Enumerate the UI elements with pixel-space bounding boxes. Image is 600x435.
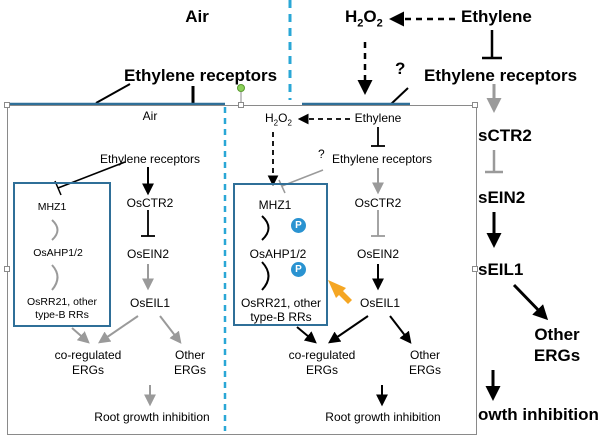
resize-handle-top-right[interactable] bbox=[472, 102, 478, 108]
eth-phospho-badge-2: P bbox=[291, 262, 306, 277]
eth-coreg-line1: co-regulated bbox=[288, 348, 356, 362]
bg-h2o2: H2O2 bbox=[345, 7, 383, 30]
eth-other-line2: ERGs bbox=[408, 363, 442, 377]
eth-rr21-line2: type-B RRs bbox=[250, 310, 312, 324]
bg-left-line bbox=[95, 83, 131, 104]
air-curve-ahp-rr bbox=[51, 264, 59, 291]
bg-title-air: Air bbox=[185, 7, 209, 26]
air-panel-title: Air bbox=[142, 109, 158, 123]
resize-handle-top-left[interactable] bbox=[4, 102, 10, 108]
eth-question: ? bbox=[318, 147, 325, 161]
air-arrow-eil1-other bbox=[159, 315, 182, 344]
bg-ergs: ERGs bbox=[533, 346, 581, 365]
eth-inhibition: Root growth inhibition bbox=[325, 410, 441, 424]
air-arrow-eil1-coreg bbox=[98, 315, 139, 344]
eth-arrow-eil1-other bbox=[389, 315, 412, 344]
eth-h2o2: H2O2 bbox=[265, 111, 292, 128]
eth-coreg-line2: ERGs bbox=[305, 363, 339, 377]
bg-other: Other bbox=[534, 325, 580, 344]
air-ein2: OsEIN2 bbox=[126, 247, 170, 261]
bg-receptors-right: Ethylene receptors bbox=[424, 66, 578, 85]
eth-ctr2: OsCTR2 bbox=[354, 196, 402, 210]
eth-other-line1: Other bbox=[409, 348, 441, 362]
bg-arrow-eil1-other bbox=[512, 283, 549, 321]
bg-question: ? bbox=[395, 59, 406, 78]
eth-phospho-badge-1: P bbox=[291, 218, 306, 233]
bg-ein2: sEIN2 bbox=[478, 188, 526, 207]
air-coreg-line2: ERGs bbox=[71, 363, 105, 377]
eth-mhz1: MHZ1 bbox=[258, 198, 292, 212]
eth-rr21-line1: OsRR21, other bbox=[240, 296, 322, 310]
highlight-arrow bbox=[328, 280, 352, 304]
resize-handle-right[interactable] bbox=[472, 266, 478, 272]
bg-ctr2: sCTR2 bbox=[478, 126, 532, 145]
eth-arrow-rr-coreg bbox=[296, 326, 317, 344]
resize-handle-left[interactable] bbox=[4, 266, 10, 272]
air-ctr2: OsCTR2 bbox=[126, 196, 174, 210]
air-arrow-rr-coreg bbox=[71, 327, 90, 344]
rotation-handle[interactable] bbox=[237, 84, 245, 92]
air-mhz1-box bbox=[13, 182, 111, 327]
eth-ein2: OsEIN2 bbox=[356, 247, 400, 261]
eth-mhz1-box bbox=[233, 183, 328, 326]
air-receptors: Ethylene receptors bbox=[99, 152, 201, 166]
bg-inhibition: owth inhibition bbox=[478, 405, 599, 424]
air-eil1: OsEIL1 bbox=[129, 296, 171, 310]
air-other-line1: Other bbox=[174, 348, 206, 362]
air-rr21-line2: type-B RRs bbox=[35, 309, 89, 321]
eth-receptor-mhz1-bar bbox=[278, 179, 286, 194]
air-inhibition: Root growth inhibition bbox=[94, 410, 210, 424]
eth-receptors: Ethylene receptors bbox=[331, 152, 433, 166]
air-other-line2: ERGs bbox=[173, 363, 207, 377]
air-coreg-line1: co-regulated bbox=[54, 348, 122, 362]
eth-arrow-eil1-coreg bbox=[328, 315, 369, 344]
air-curve-mhz1-ahp bbox=[51, 219, 59, 241]
bg-receptors-left: Ethylene receptors bbox=[124, 66, 278, 85]
bg-eil1: sEIL1 bbox=[478, 260, 524, 279]
eth-curve-ahp-rr bbox=[261, 261, 270, 291]
bg-question-line bbox=[389, 87, 409, 106]
eth-ahp: OsAHP1/2 bbox=[249, 247, 307, 261]
air-rr21-line1: OsRR21, other bbox=[26, 296, 98, 308]
eth-curve-mhz1-ahp bbox=[261, 215, 270, 241]
air-ahp: OsAHP1/2 bbox=[33, 247, 83, 259]
bg-ethylene: Ethylene bbox=[461, 7, 532, 26]
eth-eil1: OsEIL1 bbox=[359, 296, 401, 310]
eth-ethylene: Ethylene bbox=[354, 111, 402, 125]
air-mhz1: MHZ1 bbox=[37, 201, 67, 213]
